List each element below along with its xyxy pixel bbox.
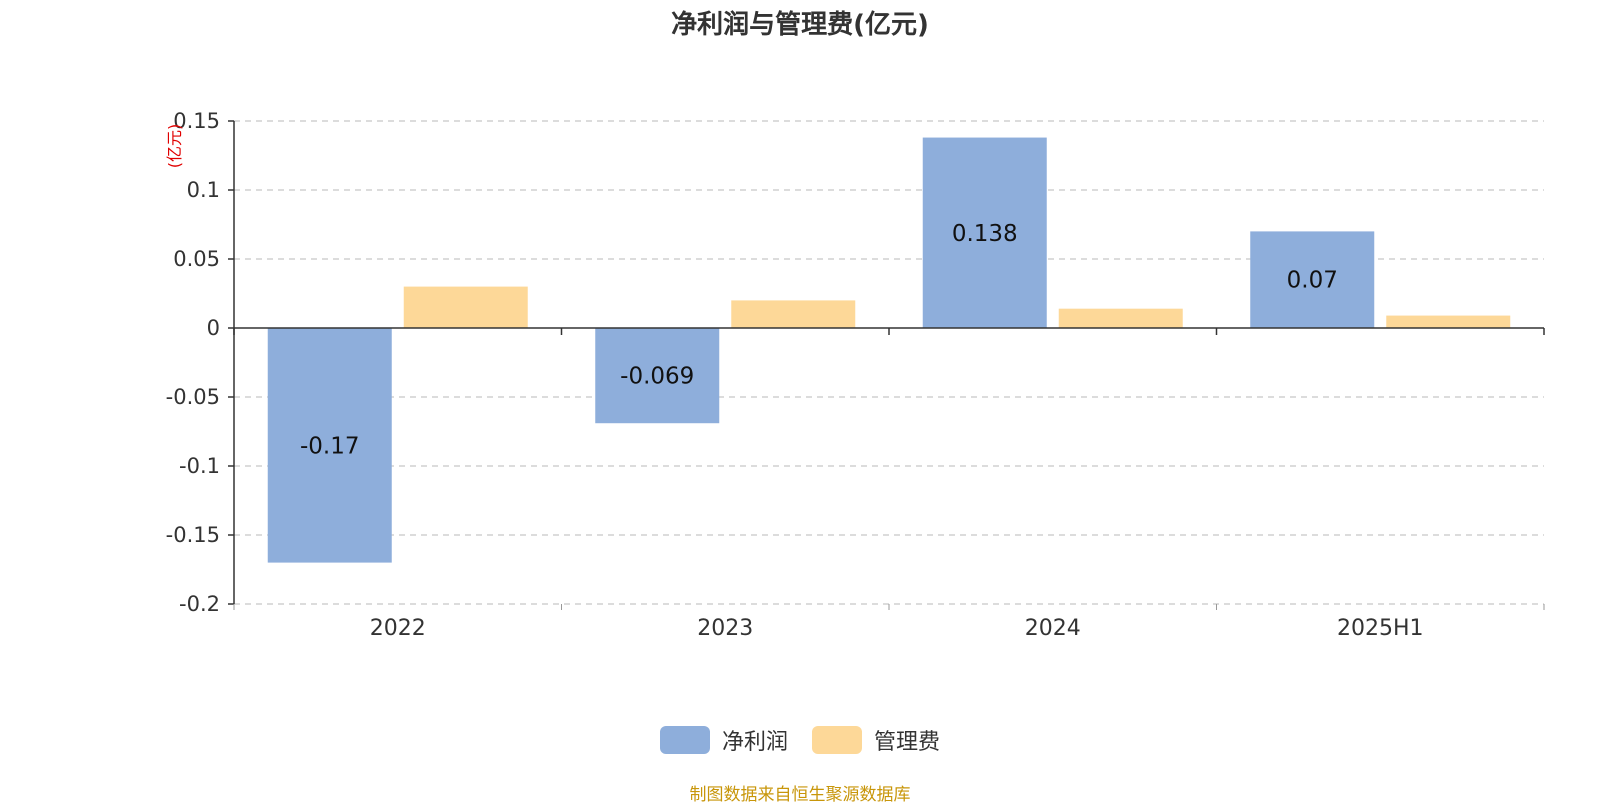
y-tick-label: 0.1 (187, 178, 220, 202)
data-label: 0.138 (952, 221, 1018, 247)
bar-admin-expense-2025H1 (1386, 315, 1511, 328)
chart-title: 净利润与管理费(亿元) (671, 10, 929, 40)
y-tick-label: 0.15 (173, 109, 220, 133)
y-tick-label: -0.1 (179, 454, 220, 478)
grid-lines (234, 120, 1544, 605)
y-tick-label: -0.15 (166, 523, 220, 547)
data-labels: -0.17 -0.069 0.138 0.07 (300, 221, 1338, 460)
y-tick-label: -0.2 (179, 592, 220, 616)
bar-net-profit-2023 (595, 328, 720, 424)
source-note: 制图数据来自恒生聚源数据库 (689, 785, 911, 805)
bar-admin-expense-2022 (403, 286, 528, 328)
legend-item-admin-expense[interactable]: 管理费 (812, 724, 940, 756)
x-tick-label: 2024 (1025, 616, 1081, 641)
legend: 净利润 管理费 (0, 724, 1600, 756)
x-tick-label: 2023 (697, 616, 753, 641)
legend-label: 净利润 (721, 730, 788, 755)
data-label: -0.17 (300, 433, 360, 459)
legend-swatch (812, 726, 862, 754)
data-label: -0.069 (620, 364, 694, 390)
bar-net-profit-2024 (922, 137, 1047, 328)
legend-swatch (659, 726, 710, 754)
bar-admin-expense-2024 (1058, 308, 1183, 328)
x-tick-label: 2025H1 (1337, 616, 1424, 641)
axes: 0.15 0.1 0.05 0 -0.05 -0.1 -0.15 -0.2 2022 2023 20… (166, 109, 1545, 641)
y-tick-label: 0 (207, 316, 220, 340)
y-tick-label: -0.05 (166, 385, 220, 409)
data-label: 0.07 (1287, 268, 1338, 294)
y-axis-unit-label: (亿元) (165, 124, 184, 169)
x-tick-label: 2022 (370, 616, 426, 641)
bar-net-profit-2022 (267, 328, 392, 563)
legend-label: 管理费 (874, 730, 941, 755)
bar-admin-expense-2023 (731, 300, 856, 328)
legend-item-net-profit[interactable]: 净利润 (659, 724, 788, 756)
bars (267, 137, 1511, 563)
bar-net-profit-2025H1 (1250, 231, 1375, 328)
y-tick-label: 0.05 (173, 247, 220, 271)
